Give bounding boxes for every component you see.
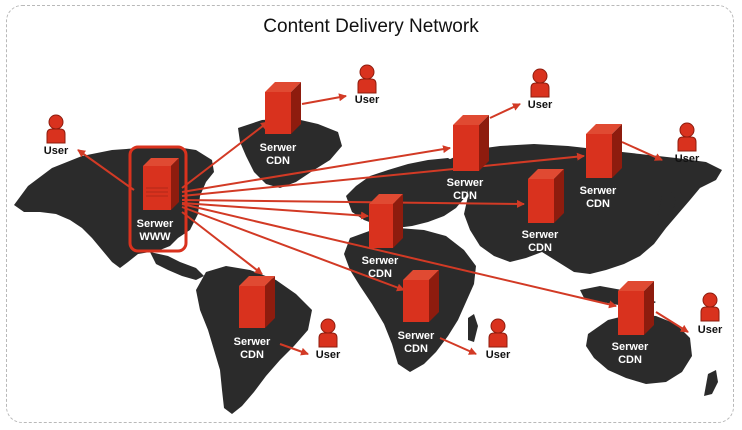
cdn-server-icon	[403, 270, 439, 322]
origin-server-icon	[143, 158, 179, 210]
arrow-origin-to-cdn-south-america	[181, 211, 263, 275]
arrow-cdn-to-user-africa	[439, 337, 477, 355]
user-label: User	[316, 349, 341, 361]
cdn-server-label-line1: Serwer	[447, 177, 484, 189]
cdn-server-icon	[369, 194, 403, 248]
cdn-server-label-line1: Serwer	[612, 341, 649, 353]
cdn-server-label-line1: Serwer	[580, 185, 617, 197]
cdn-server-label-line1: Serwer	[522, 229, 559, 241]
user-africa: User	[486, 318, 511, 361]
continent-australia	[586, 314, 692, 384]
user-label: User	[528, 99, 553, 111]
user-icon	[679, 122, 695, 138]
cdn-server-label-line2: CDN	[368, 268, 392, 280]
user-north-europe: User	[528, 68, 553, 111]
continent-asia	[448, 144, 722, 274]
user-icon-body	[488, 332, 508, 348]
origin-server-highlight	[128, 145, 188, 253]
arrow-cdn-to-user-greenland	[301, 93, 347, 105]
map-gulf-area	[150, 252, 204, 280]
arrow-origin-to-cdn-north-europe	[181, 145, 451, 193]
cdn-server-label-line1: Serwer	[398, 330, 435, 342]
island-new-zealand	[704, 370, 718, 396]
cdn-server-icon	[453, 115, 489, 171]
cdn-server-label-line2: CDN	[404, 343, 428, 355]
cdn-server-label-line1: Serwer	[260, 142, 297, 154]
user-south-america: User	[316, 318, 341, 361]
arrow-origin-to-cdn-east-asia	[181, 152, 585, 197]
arrow-origin-to-cdn-australia	[181, 203, 617, 309]
arrow-cdn-to-user-south-america	[279, 343, 309, 356]
cdn-server-icon	[528, 169, 564, 223]
cdn-server-label-line2: CDN	[586, 198, 610, 210]
arrow-origin-to-cdn-africa	[181, 206, 405, 292]
user-icon	[48, 114, 64, 130]
user-east-asia: User	[675, 122, 700, 165]
arrow-origin-to-cdn-greenland	[181, 121, 269, 189]
cdn-server-label-line2: CDN	[528, 242, 552, 254]
cdn-server-icon	[239, 276, 275, 328]
user-label: User	[355, 94, 380, 106]
user-icon	[320, 318, 336, 334]
arrow-origin-to-cdn-central-asia	[181, 199, 525, 208]
user-label: User	[44, 145, 69, 157]
diagram-frame	[6, 5, 734, 423]
user-australia: User	[698, 292, 723, 336]
island-madagascar	[468, 314, 478, 342]
arrow-cdn-to-user-east-asia	[621, 141, 663, 161]
user-icon-body	[700, 306, 720, 322]
arrow-cdn-to-user-north-europe	[489, 103, 521, 119]
arrow-origin-to-cdn-europe	[181, 202, 369, 220]
cdn-server-icon	[265, 82, 301, 134]
diagram-title: Content Delivery Network	[263, 16, 479, 37]
user-icon-body	[318, 332, 338, 348]
cdn-server-icon	[618, 281, 654, 335]
island-japan	[658, 190, 676, 224]
user-label: User	[698, 324, 723, 336]
user-label: User	[675, 153, 700, 165]
continent-south-america	[196, 266, 312, 414]
cdn-server-label-line2: CDN	[618, 354, 642, 366]
user-icon-body	[530, 82, 550, 98]
user-icon-body	[46, 128, 66, 144]
user-icon-body	[357, 78, 377, 94]
origin-server-label-line2: WWW	[139, 231, 171, 243]
continent-greenland	[238, 118, 342, 188]
cdn-server-label-line2: CDN	[453, 190, 477, 202]
user-greenland: User	[355, 64, 380, 106]
arrow-cdn-to-user-australia	[655, 311, 689, 333]
arrow-origin-to-user-west	[77, 149, 135, 191]
cdn-server-label-line2: CDN	[240, 349, 264, 361]
distribution-arrows	[77, 93, 689, 356]
user-icon	[702, 292, 718, 308]
user-label: User	[486, 349, 511, 361]
user-icon	[490, 318, 506, 334]
user-icon	[359, 64, 375, 80]
cdn-server-label-line1: Serwer	[362, 255, 399, 267]
user-west: User	[44, 114, 69, 157]
cdn-server-icon	[586, 124, 622, 178]
origin-server-label-line1: Serwer	[137, 218, 174, 230]
user-icon-body	[677, 136, 697, 152]
cdn-server-label-line1: Serwer	[234, 336, 271, 348]
cdn-server-label-line2: CDN	[266, 155, 290, 167]
user-icon	[532, 68, 548, 84]
